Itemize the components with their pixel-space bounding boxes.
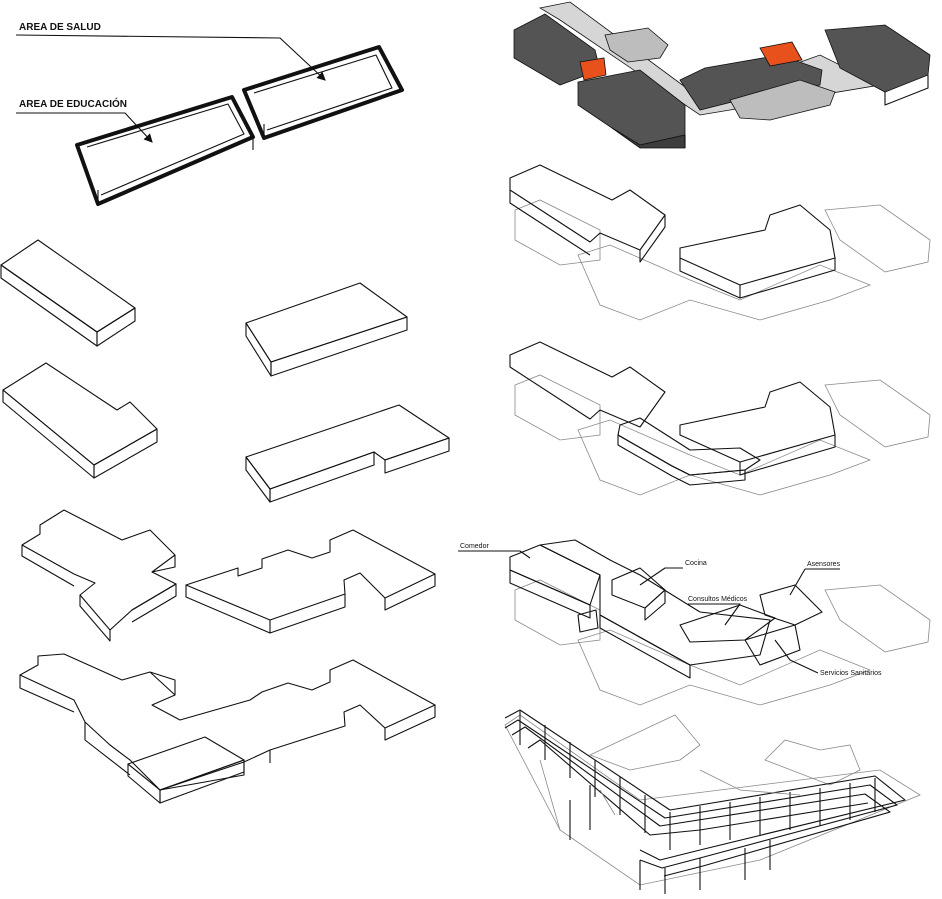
massing-step-2-right	[245, 404, 450, 503]
label-area-educacion-text: AREA DE EDUCACIÓN	[19, 97, 127, 110]
structural-frame-diagram	[504, 709, 921, 894]
massing-step-2-left	[2, 362, 158, 479]
orange-elevator-block-1	[759, 41, 803, 67]
tray-area-educacion	[75, 95, 255, 206]
program-labels-diagram: Comedor Cocina Consultos Médicos Asensor…	[458, 539, 931, 706]
asensores-block	[759, 584, 823, 626]
zoning-diagram: AREA DE SALUD AREA DE EDUCACIÓN	[15, 22, 404, 206]
massing-step-3-right	[185, 529, 436, 634]
tray-area-salud	[242, 45, 404, 140]
program-massing-colored	[513, 1, 931, 149]
label-cocina: Cocina	[685, 560, 707, 567]
massing-outline-white-blocks	[509, 164, 931, 321]
label-consultos-medicos: Consultos Médicos	[688, 596, 748, 603]
orange-small-block	[577, 609, 599, 633]
label-area-salud-text: AREA DE SALUD	[19, 22, 101, 33]
label-area-salud: AREA DE SALUD	[15, 22, 326, 81]
massing-step-4	[19, 653, 436, 804]
label-servicios-sanitarios: Servicios Sanitarios	[820, 670, 882, 677]
massing-outline-corridor	[509, 341, 931, 496]
label-asensores: Asensores	[807, 561, 841, 568]
comedor-block	[509, 544, 601, 606]
circulation-spine	[539, 539, 771, 666]
massing-step-1-right	[245, 282, 408, 377]
orange-elevator-block-2	[579, 57, 607, 81]
label-area-educacion: AREA DE EDUCACIÓN	[16, 97, 153, 143]
label-comedor: Comedor	[460, 543, 489, 550]
highlighted-bridge-volume	[127, 736, 245, 791]
consultos-medicos-block	[679, 604, 776, 643]
massing-step-1-left	[0, 239, 136, 347]
massing-step-3-left	[21, 509, 177, 642]
